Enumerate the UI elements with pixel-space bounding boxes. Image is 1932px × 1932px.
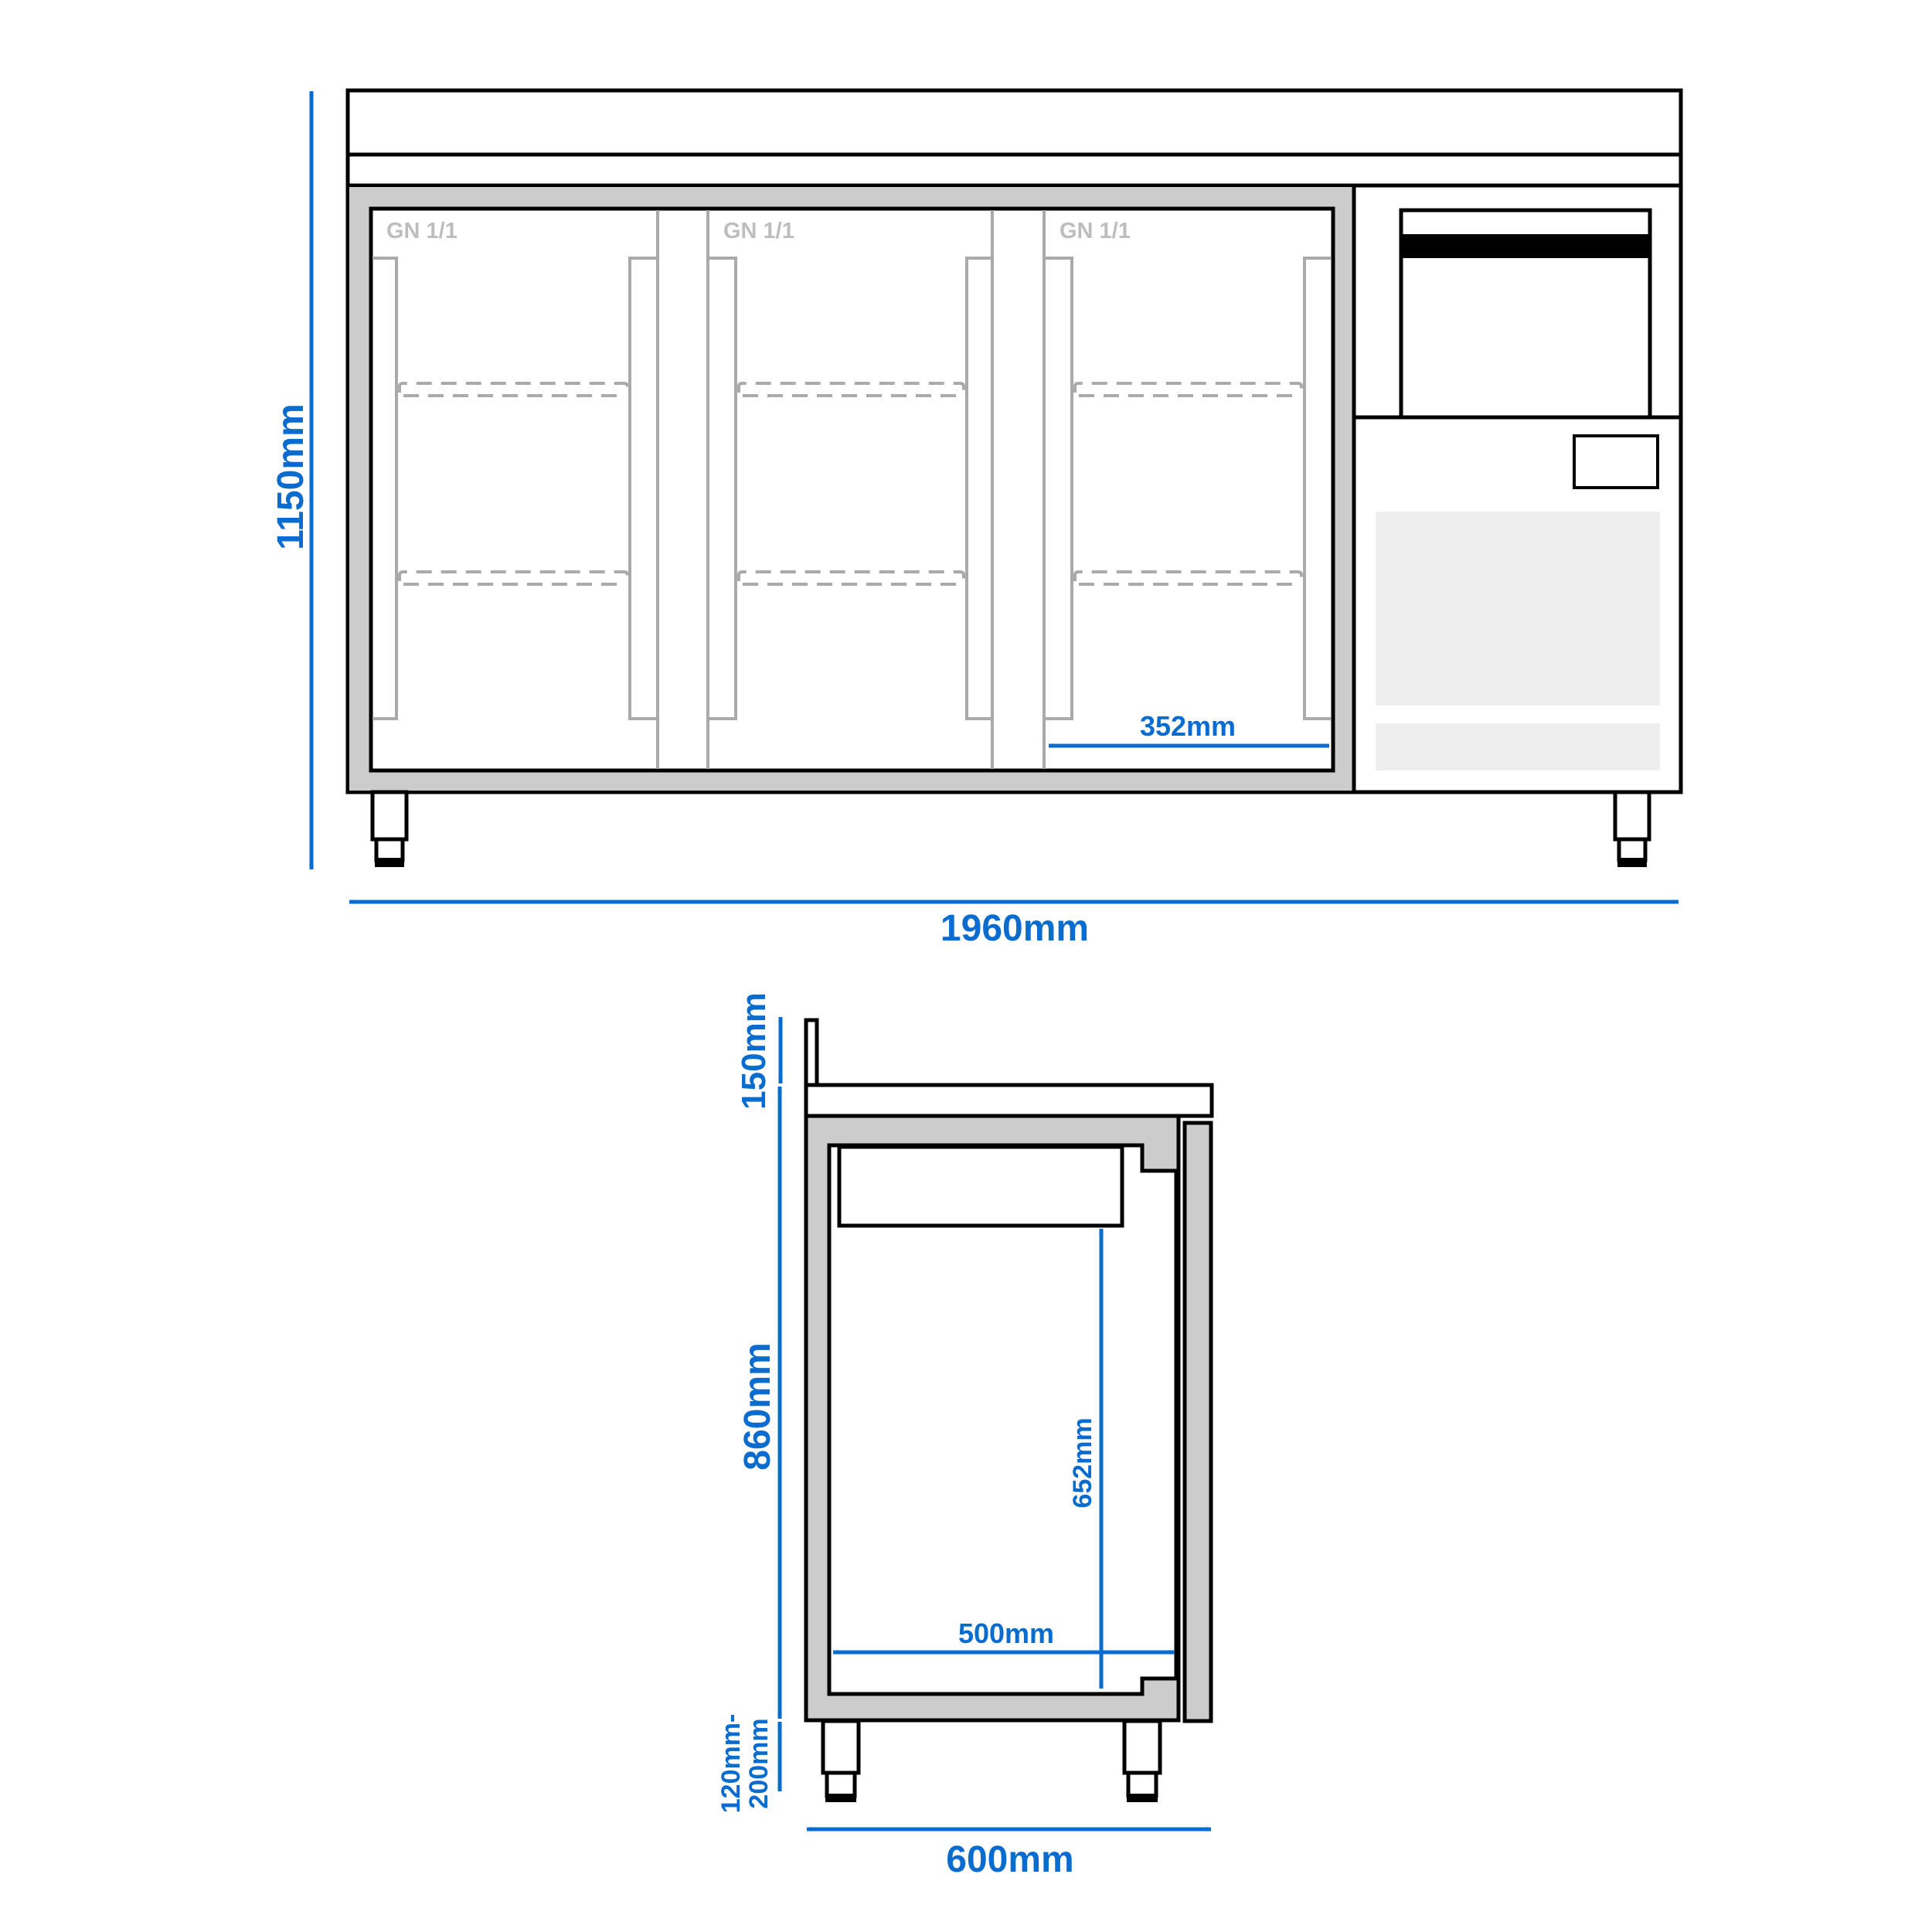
handle-left <box>1046 257 1073 720</box>
shelf <box>398 570 629 581</box>
door-width-dimension-label: 352mm <box>1140 710 1236 742</box>
glass-door-area <box>369 206 1335 773</box>
height-dimension-label: 1150mm <box>270 403 311 550</box>
leg-height-dimension-label-1: 120mm- <box>716 1714 746 1814</box>
ice-maker-section <box>1354 208 1681 770</box>
door-3 <box>1046 257 1331 720</box>
front-leg-left <box>370 790 409 867</box>
depth-dimension-label: 600mm <box>946 1839 1073 1880</box>
width-dimension-label: 1960mm <box>940 908 1089 949</box>
door-1 <box>372 257 656 720</box>
handle-left <box>709 257 737 720</box>
shelf <box>398 382 629 393</box>
handle-right <box>628 257 656 720</box>
handle-right <box>965 257 991 720</box>
gn-pan <box>837 1145 1124 1228</box>
compartment-label: GN 1/1 <box>1060 219 1131 243</box>
side-leg-back <box>1122 1719 1162 1802</box>
drawer-handle-bar <box>1400 234 1651 258</box>
front-backsplash <box>345 88 1683 157</box>
leg-height-dimension-label-2: 200mm <box>744 1718 774 1808</box>
side-view: 150mm 860mm 120mm- 200mm 600mm 500mm 652… <box>716 992 1214 1880</box>
side-door <box>1182 1121 1213 1723</box>
compartment-label: GN 1/1 <box>723 219 794 243</box>
front-view: GN 1/1 GN 1/1 GN 1/1 1150mm <box>270 88 1683 949</box>
handle-left <box>372 257 398 720</box>
vent-panel-lower <box>1376 723 1660 770</box>
door-2 <box>709 257 991 720</box>
display-panel <box>1573 434 1659 489</box>
side-worktop <box>804 1083 1214 1118</box>
side-leg-front <box>821 1719 861 1802</box>
handle-right <box>1303 257 1331 720</box>
front-worktop <box>345 152 1683 188</box>
vent-panel-upper <box>1376 512 1660 706</box>
body-height-dimension-label: 860mm <box>737 1342 778 1470</box>
side-interior <box>827 1143 1179 1696</box>
front-leg-right <box>1613 790 1651 867</box>
compartment-label: GN 1/1 <box>386 219 457 243</box>
backsplash-dimension-label: 150mm <box>735 992 773 1110</box>
interior-height-dimension-label: 652mm <box>1068 1417 1097 1508</box>
interior-depth-dimension-label: 500mm <box>958 1617 1054 1649</box>
side-backsplash <box>804 1018 819 1088</box>
